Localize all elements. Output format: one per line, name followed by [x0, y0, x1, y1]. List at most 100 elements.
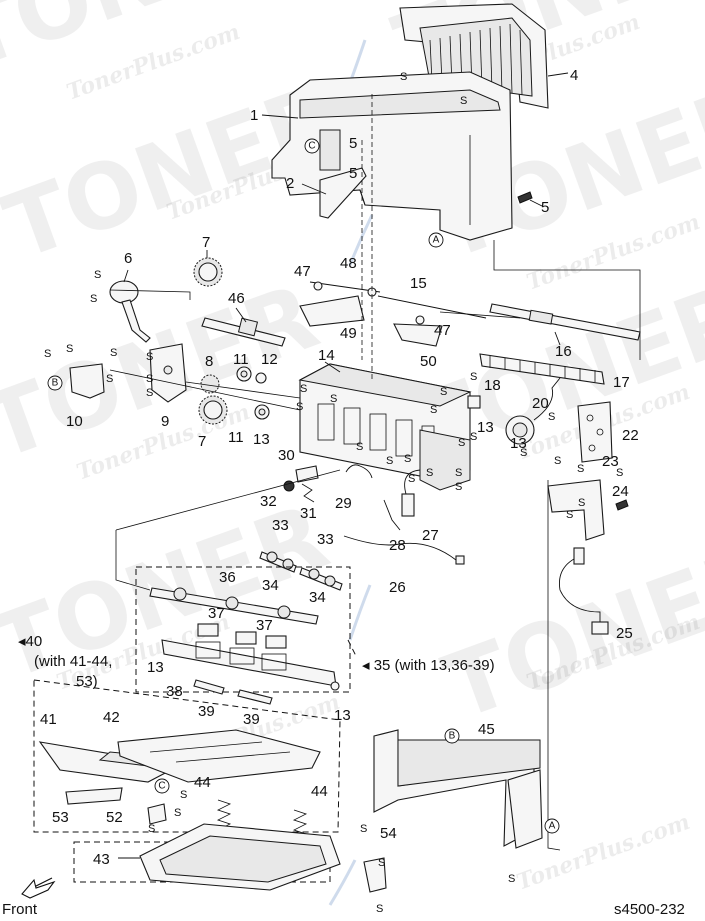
- group-35-note: ◂ 35 (with 13,36-39): [362, 657, 495, 674]
- callout-label: 16: [555, 343, 572, 360]
- callout-label: 54: [380, 825, 397, 842]
- front-label: Front: [2, 901, 38, 918]
- motor-part-6: [109, 269, 151, 343]
- screw-mark: S: [566, 509, 573, 521]
- callout-label: 48: [340, 255, 357, 272]
- group-40-note: 53): [76, 673, 98, 690]
- roller-part-34: [259, 551, 343, 591]
- sensor-part-27: [401, 469, 421, 517]
- callout-label: 18: [484, 377, 501, 394]
- gear-part-7: [198, 395, 228, 425]
- callout-label: 13: [477, 419, 494, 436]
- reference-letter: A: [433, 235, 440, 246]
- screw-mark: S: [386, 455, 393, 467]
- shaft-part-46: [201, 307, 286, 347]
- callout-label: 13: [334, 707, 351, 724]
- tray-part-53: [65, 787, 123, 805]
- callout-label: 6: [124, 250, 132, 267]
- screw-mark: S: [408, 473, 415, 485]
- circuit-board-part-22: [577, 401, 613, 463]
- holder-part-38: [161, 639, 337, 687]
- screw-mark: S: [174, 807, 181, 819]
- callout-label: 8: [205, 353, 213, 370]
- clip-part-13: [330, 681, 340, 691]
- callout-label: 52: [106, 809, 123, 826]
- callout-label: 5: [349, 165, 357, 182]
- callout-label: 32: [260, 493, 277, 510]
- screw-mark: S: [440, 386, 447, 398]
- callout-label: 39: [198, 703, 215, 720]
- harness-part-28: [383, 499, 401, 531]
- callout-labels: 1 2 4 5 5 5 6 7 7 8 9 10 11 11 12 13 13 …: [40, 67, 639, 868]
- reference-markers: C A B B C A: [47, 138, 560, 834]
- screw-mark: S: [110, 347, 117, 359]
- screw-mark: S: [300, 383, 307, 395]
- tray-part-42: [117, 729, 321, 783]
- callout-label: 5: [541, 199, 549, 216]
- callout-label: 11: [228, 429, 244, 446]
- harness-part-26: [343, 535, 465, 565]
- screw-mark: S: [458, 437, 465, 449]
- screw-mark: S: [148, 823, 155, 835]
- screw-mark: S: [404, 453, 411, 465]
- callout-label: 47: [294, 263, 311, 280]
- callout-label: 33: [317, 531, 334, 548]
- screw-mark: S: [146, 387, 153, 399]
- roller-part-39: [193, 679, 273, 705]
- callout-label: 5: [349, 135, 357, 152]
- screw-mark: S: [146, 373, 153, 385]
- screw-mark: S: [548, 411, 555, 423]
- screw-mark: S: [616, 467, 623, 479]
- group-notes: ◂40 (with 41-44, 53) ◂ 35 (with 13,36-39…: [18, 633, 495, 690]
- screw-mark: S: [455, 481, 462, 493]
- spring-part-31: [301, 483, 315, 503]
- callout-label: 13: [147, 659, 164, 676]
- callout-label: 2: [286, 175, 294, 192]
- callout-label: 45: [478, 721, 495, 738]
- callout-label: 24: [612, 483, 629, 500]
- callout-label: 46: [228, 290, 245, 307]
- group-40-note: (with 41-44,: [34, 653, 112, 670]
- screw-mark: S: [426, 467, 433, 479]
- figure-id: s4500-232: [614, 901, 685, 918]
- callout-label: 17: [613, 374, 630, 391]
- screw-mark: S: [554, 455, 561, 467]
- bracket-part-10: [69, 363, 105, 399]
- rear-frame-part-1: [261, 71, 513, 241]
- callout-label: 12: [261, 351, 278, 368]
- screw-mark: S: [360, 823, 367, 835]
- callout-label: 37: [208, 605, 225, 622]
- base-tray-part-43: [118, 823, 341, 891]
- screw-mark: S: [90, 293, 97, 305]
- callout-label: 13: [510, 435, 527, 452]
- callout-label: 22: [622, 427, 639, 444]
- harness-part-29: [345, 464, 373, 479]
- guide-part-17: [479, 353, 605, 385]
- sensor-part-18: [467, 395, 481, 409]
- callout-label: 31: [300, 505, 317, 522]
- callout-label: 34: [309, 589, 326, 606]
- screw-mark: S: [66, 343, 73, 355]
- callout-label: 53: [52, 809, 69, 826]
- bracket-part-9: [149, 343, 187, 403]
- callout-label: 29: [335, 495, 352, 512]
- callout-label: 39: [243, 711, 260, 728]
- callout-label: 43: [93, 851, 110, 868]
- screw-mark: S: [106, 373, 113, 385]
- screw-mark: S: [470, 371, 477, 383]
- group-35-outline: [135, 566, 357, 693]
- callout-label: 30: [278, 447, 295, 464]
- callout-label: 36: [219, 569, 236, 586]
- screw-mark: S: [430, 404, 437, 416]
- callout-label: 23: [602, 453, 619, 470]
- callout-label: 7: [198, 433, 206, 450]
- harness-part-25: [558, 547, 609, 635]
- screw-mark: S: [146, 351, 153, 363]
- bearing-part-11: [236, 366, 270, 420]
- screw-mark: S: [378, 857, 385, 869]
- bracket-part-23: [547, 479, 605, 541]
- callout-label: 10: [66, 413, 83, 430]
- callout-label: 47: [434, 322, 451, 339]
- bracket-part-54: [363, 857, 387, 893]
- callout-label: 4: [570, 67, 578, 84]
